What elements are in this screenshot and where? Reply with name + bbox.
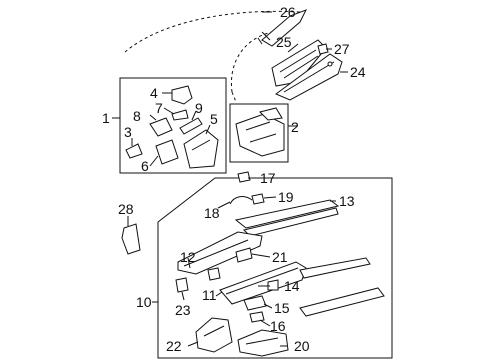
callout-24: 24	[350, 64, 366, 80]
group-box-10	[157, 177, 393, 359]
part-26-bracket	[257, 9, 308, 47]
group-box-1	[119, 77, 227, 174]
callout-4: 4	[150, 85, 158, 101]
callout-18: 18	[204, 205, 220, 221]
callout-16: 16	[270, 318, 286, 334]
callout-22: 22	[166, 338, 182, 354]
part-19	[251, 193, 265, 205]
part-9	[179, 117, 203, 135]
part-4	[171, 85, 193, 105]
callout-labels: 1 2 3 4 5 6 7 8 9 10 11 12 13 14 15 16 1…	[102, 4, 366, 354]
part-21	[235, 247, 253, 263]
part-28	[121, 223, 141, 255]
part-2-bracket	[235, 107, 285, 157]
part-3	[125, 143, 143, 159]
callout-20: 20	[294, 338, 310, 354]
rail-upper-right	[299, 257, 371, 279]
callout-12: 12	[180, 249, 196, 265]
part-5	[183, 129, 219, 169]
callout-19: 19	[278, 189, 294, 205]
callout-15: 15	[274, 300, 290, 316]
group-box-2	[229, 103, 289, 163]
callout-1: 1	[102, 110, 110, 126]
callout-3: 3	[124, 124, 132, 140]
part-23	[175, 277, 189, 293]
part-24-rail	[275, 53, 343, 101]
callout-5: 5	[210, 111, 218, 127]
callout-23: 23	[175, 302, 191, 318]
callout-7: 7	[155, 100, 163, 116]
part-14	[267, 279, 279, 291]
callout-14: 14	[284, 278, 300, 294]
part-15	[243, 295, 267, 311]
part-25-apron	[271, 39, 327, 87]
part-18	[229, 196, 253, 205]
part-16	[249, 311, 265, 323]
callout-8: 8	[133, 108, 141, 124]
part-13-rail	[234, 199, 340, 237]
fender-outline	[124, 10, 301, 103]
part-6	[155, 139, 179, 165]
callout-9: 9	[195, 100, 203, 116]
callout-17: 17	[260, 170, 276, 186]
part-12-member	[177, 231, 263, 275]
callout-2: 2	[291, 119, 299, 135]
part-20-panel	[237, 329, 289, 357]
part-8	[149, 117, 173, 137]
callout-6: 6	[141, 158, 149, 174]
callout-21: 21	[272, 249, 288, 265]
part-17	[237, 171, 251, 183]
callout-26: 26	[280, 4, 296, 20]
callout-27: 27	[334, 41, 350, 57]
callout-13: 13	[339, 193, 355, 209]
callout-25: 25	[276, 34, 292, 50]
part-7	[171, 109, 189, 121]
callout-11: 11	[202, 287, 217, 303]
rail-lower-right	[299, 287, 385, 317]
part-22-panel	[195, 317, 233, 353]
part-27-clip	[317, 43, 329, 55]
leader-lines	[112, 11, 348, 347]
callout-10: 10	[136, 294, 152, 310]
callout-28: 28	[118, 201, 134, 217]
